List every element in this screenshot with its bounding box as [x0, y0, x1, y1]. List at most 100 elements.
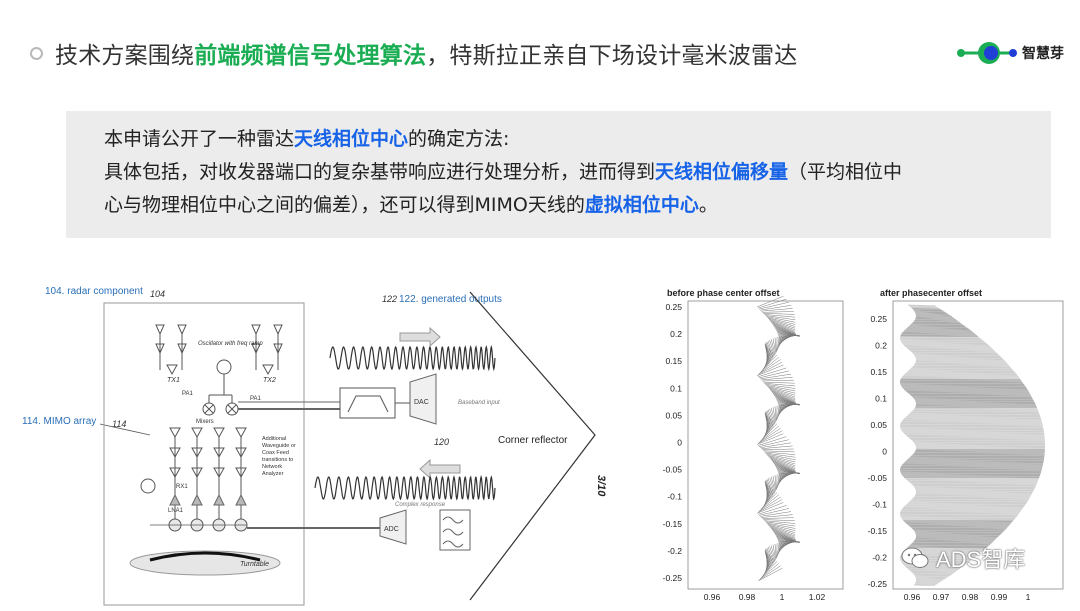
vector-mark — [905, 522, 1012, 523]
vector-mark — [907, 480, 1038, 481]
vector-mark — [913, 498, 1029, 499]
summary-callout: 本申请公开了一种雷达天线相位中心的确定方法: 具体包括，对收发器端口的复杂基带响… — [66, 111, 1051, 238]
mixers-label: Mixers — [196, 419, 214, 425]
slide-title: 技术方案围绕前端频谱信号处理算法，特斯拉正亲自下场设计毫米波雷达 — [55, 36, 797, 70]
callout-line-2: 具体包括，对收发器端口的复杂基带响应进行处理分析，进而得到天线相位偏移量（平均相… — [104, 156, 902, 189]
vector-mark — [915, 407, 1037, 408]
vector-mark — [763, 382, 794, 383]
y-tick-label: 0.1 — [875, 394, 887, 404]
vector-mark — [777, 543, 779, 557]
vector-mark — [914, 487, 1035, 488]
vector-mark — [902, 519, 1014, 520]
vector-mark — [916, 490, 1034, 491]
vector-mark — [907, 328, 967, 329]
vector-mark — [915, 577, 948, 578]
vector-mark — [901, 378, 1020, 379]
vector-mark — [902, 431, 1044, 432]
vector-mark — [911, 413, 1040, 414]
vector-mark — [915, 452, 1045, 453]
vector-mark — [901, 386, 1025, 387]
vector-mark — [916, 493, 1032, 494]
vector-mark — [913, 530, 1005, 531]
tx2-label: TX2 — [263, 377, 276, 384]
y-tick-label: 0.2 — [670, 329, 682, 339]
vector-mark — [915, 319, 956, 320]
y-tick-label: 0.25 — [665, 302, 682, 312]
vector-mark — [761, 377, 792, 380]
y-tick-label: -0.05 — [663, 465, 683, 475]
vector-mark — [901, 341, 984, 342]
vector-mark — [902, 333, 975, 334]
vector-mark — [916, 446, 1045, 447]
callout-highlight: 虚拟相位中心 — [585, 194, 699, 216]
vector-mark — [914, 399, 1033, 400]
title-text-pre: 技术方案围绕 — [55, 43, 194, 69]
tx1-label: TX1 — [167, 377, 180, 384]
vector-mark — [762, 449, 794, 450]
vector-mark — [900, 424, 1042, 425]
vector-mark — [901, 385, 1025, 386]
vector-mark — [916, 403, 1035, 404]
vector-mark — [913, 398, 1032, 399]
vector-mark — [915, 400, 1034, 401]
vector-mark — [777, 474, 779, 488]
y-tick-label: -0.05 — [868, 473, 888, 483]
vector-mark — [915, 489, 1034, 490]
y-tick-label: 0 — [677, 438, 682, 448]
vector-mark — [915, 584, 937, 585]
vector-mark — [915, 313, 947, 314]
vector-mark — [913, 486, 1036, 487]
vector-mark — [904, 345, 989, 346]
vector-mark — [900, 468, 1042, 469]
vector-mark — [913, 366, 1010, 367]
vector-mark — [900, 427, 1043, 428]
vector-mark — [900, 515, 1018, 516]
vector-mark — [767, 386, 795, 393]
label-radar-component: 104. radar component — [45, 286, 143, 297]
vector-mark — [916, 538, 997, 539]
complex-response-label: Complex response — [395, 502, 446, 508]
x-tick-label: 1 — [1026, 592, 1031, 602]
y-tick-label: -0.2 — [872, 553, 887, 563]
vector-mark — [912, 456, 1045, 457]
vector-mark — [916, 404, 1036, 405]
transmit-waveform — [330, 347, 495, 369]
vector-mark — [909, 371, 1014, 372]
vector-mark — [903, 476, 1039, 477]
vector-mark — [903, 332, 974, 333]
vector-mark — [900, 470, 1042, 471]
page-mark: 3/10 — [595, 475, 607, 497]
vector-mark — [777, 336, 779, 350]
y-tick-label: -0.25 — [868, 579, 888, 589]
vector-mark — [763, 313, 794, 314]
vector-mark — [911, 501, 1028, 502]
vector-mark — [916, 580, 942, 581]
ref-120: 120 — [434, 437, 449, 447]
vector-mark — [916, 536, 998, 537]
vector-mark — [915, 583, 938, 584]
vector-mark — [911, 308, 939, 309]
vector-mark — [916, 362, 1007, 363]
vector-mark — [915, 540, 995, 541]
vector-mark — [900, 383, 1023, 384]
vector-mark — [907, 348, 992, 349]
patent-diagram-svg: 104. radar component 104 114. MIMO array… — [0, 270, 620, 607]
vector-mark — [901, 423, 1043, 424]
vector-mark — [900, 513, 1019, 514]
brand-logo-icon — [956, 40, 1018, 66]
after-y-ticks: 0.250.20.150.10.050-0.05-0.1-0.15-0.2-0.… — [868, 314, 888, 589]
vector-mark — [907, 504, 1026, 505]
vector-mark — [916, 314, 949, 315]
vector-mark — [916, 534, 1002, 535]
tx-antenna-array-icon — [156, 325, 282, 374]
vector-mark — [900, 380, 1021, 381]
vector-mark — [916, 582, 940, 583]
y-tick-label: -0.1 — [872, 500, 887, 510]
vector-mark — [916, 405, 1036, 406]
vector-mark — [913, 411, 1039, 412]
ref-104: 104 — [150, 289, 165, 299]
vector-mark — [915, 495, 1031, 496]
vector-mark — [914, 312, 945, 313]
vector-mark — [912, 499, 1028, 500]
vector-mark — [901, 518, 1015, 519]
